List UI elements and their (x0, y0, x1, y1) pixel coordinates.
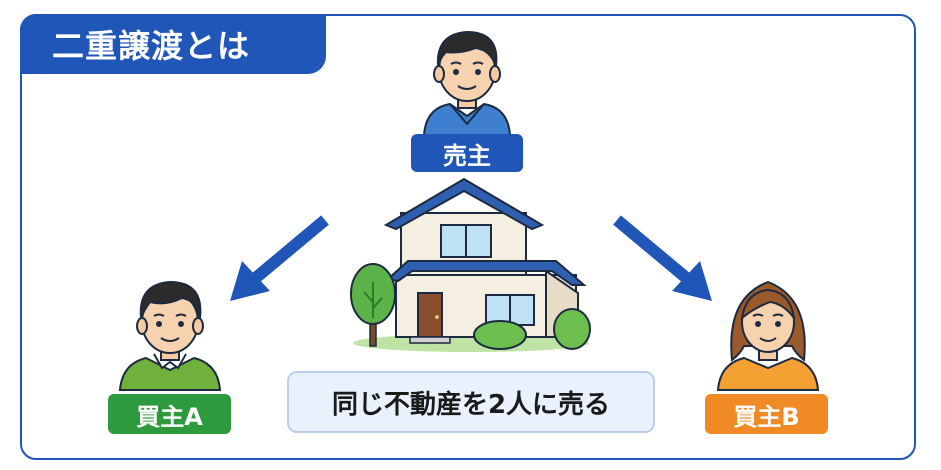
house-icon (353, 177, 589, 352)
seller-person-icon (422, 30, 512, 136)
title-tab: 二重譲渡とは (20, 14, 326, 74)
buyer-a-label: 買主A (108, 394, 231, 434)
buyer-b-label: 買主B (705, 394, 828, 434)
page-title: 二重譲渡とは (52, 27, 251, 65)
tree-icon (350, 263, 396, 347)
arrow-right-down-icon (613, 215, 712, 301)
bush-icon (473, 308, 591, 350)
buyer-b-person-icon (716, 280, 820, 391)
caption-box: 同じ不動産を2人に売る (287, 371, 655, 433)
arrow-left-down-icon (230, 215, 329, 301)
buyer-a-person-icon (118, 280, 222, 391)
seller-label: 売主 (411, 134, 523, 172)
